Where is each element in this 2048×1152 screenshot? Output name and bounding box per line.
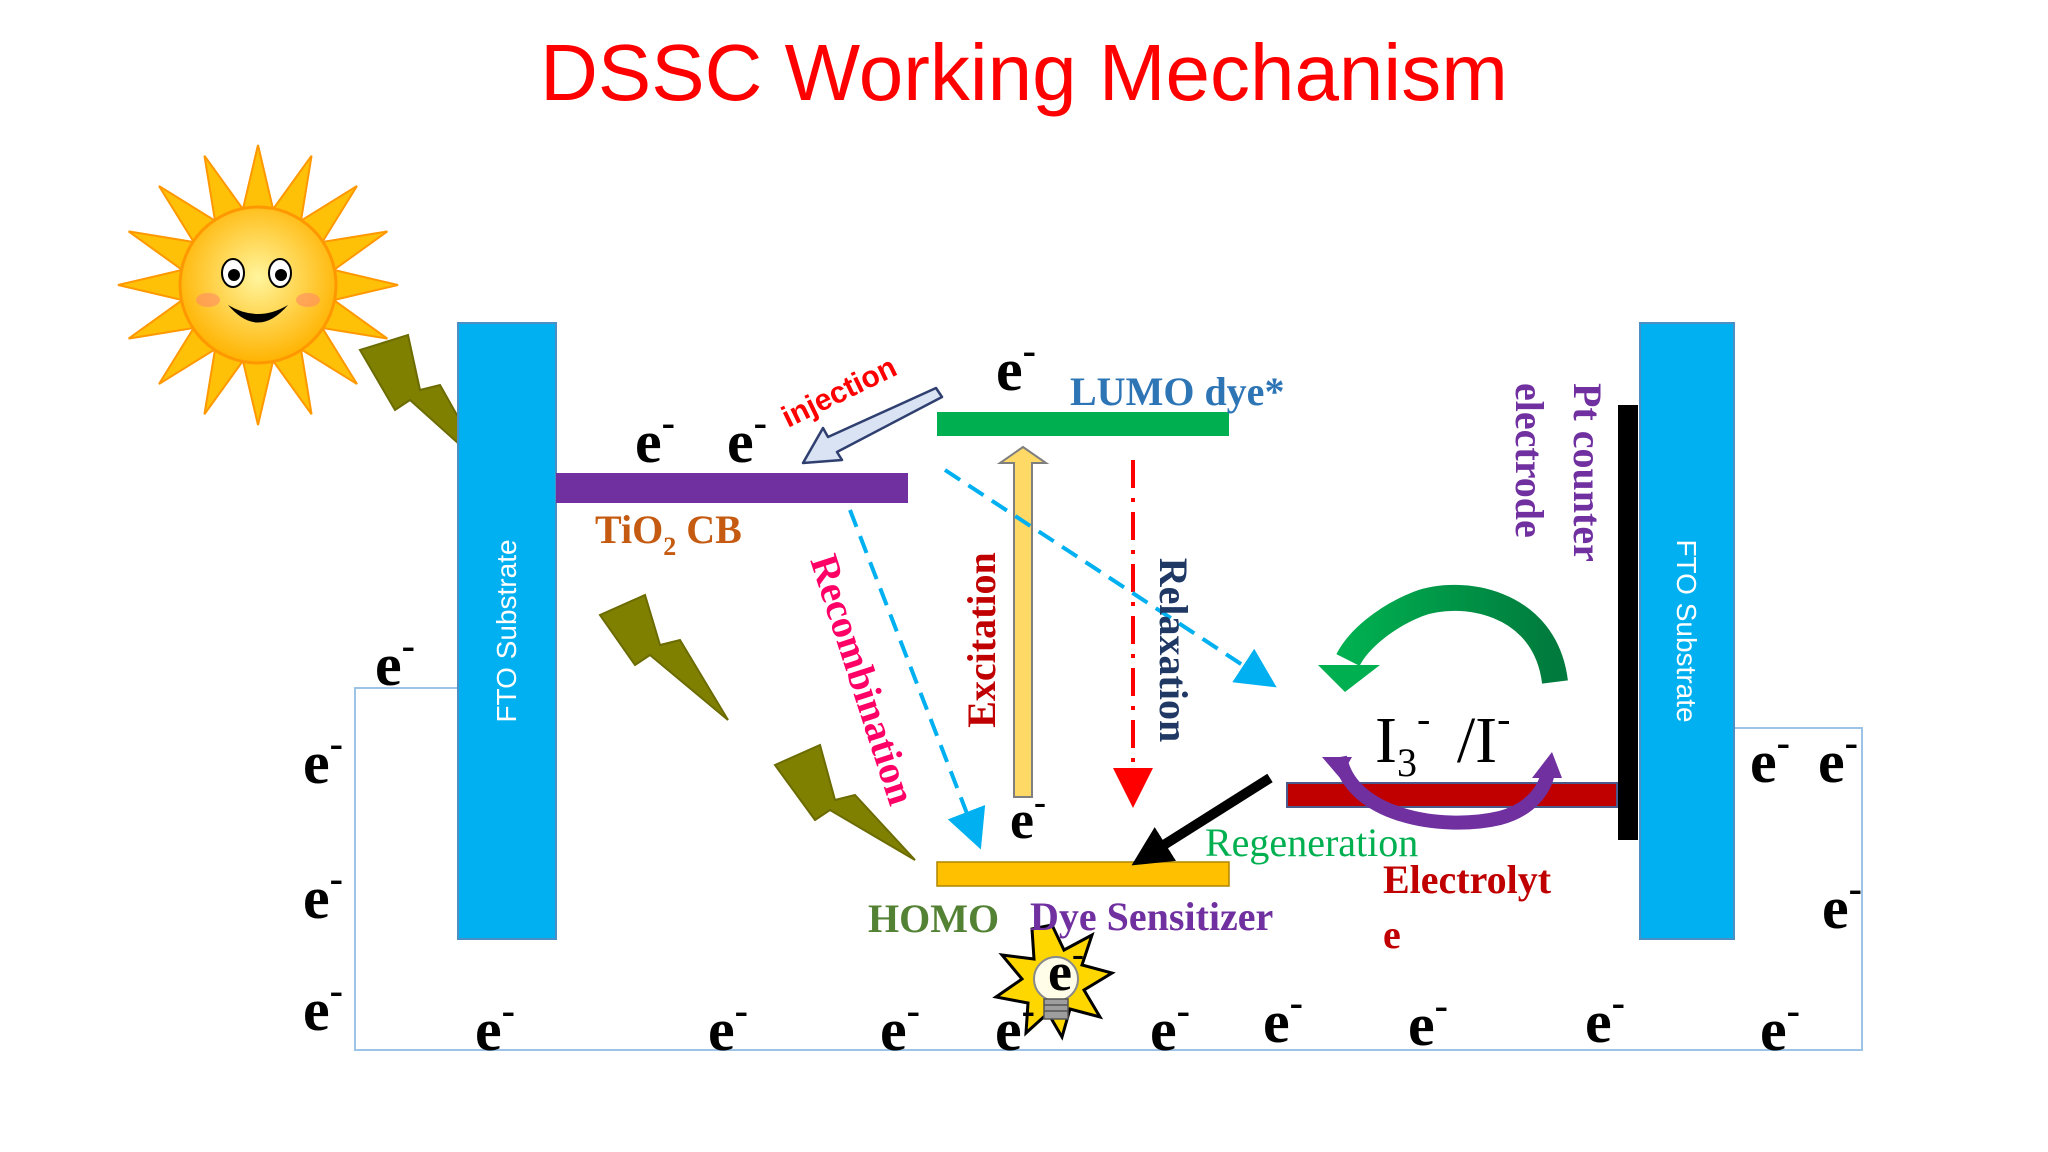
electron-label: e- xyxy=(1585,980,1625,1055)
excitation-arrow xyxy=(996,445,1050,798)
electron-label: e- xyxy=(1822,866,1862,941)
electron-label: e- xyxy=(303,968,343,1043)
tio2-conduction-band xyxy=(556,473,908,503)
electron-label: e- xyxy=(880,988,920,1063)
external-circuit-wire xyxy=(354,687,1863,1051)
electron-label: e- xyxy=(303,721,343,796)
lightning-bolt-icon xyxy=(773,743,916,861)
electron-label: e- xyxy=(1150,988,1190,1063)
lumo-band xyxy=(937,412,1229,436)
electron-label: e- xyxy=(1408,983,1448,1058)
electrolyte-label-line1: Electrolyt xyxy=(1383,857,1552,902)
sun-icon xyxy=(117,144,399,426)
fto-substrate-right-label: FTO Substrate xyxy=(1671,539,1702,722)
electron-label: e- xyxy=(727,400,767,475)
fto-substrate-left xyxy=(457,322,557,940)
electron-label: e- xyxy=(475,988,515,1063)
back-transfer-dashed-arrow xyxy=(943,468,1277,688)
electron-label: e- xyxy=(1048,934,1084,1002)
homo-band xyxy=(936,861,1230,887)
electron-label: e- xyxy=(1818,720,1858,795)
regeneration-label: Regeneration xyxy=(1205,820,1418,865)
pt-counter-electrode xyxy=(1618,405,1638,840)
electron-label: e- xyxy=(1750,720,1790,795)
lightning-bolt-icon xyxy=(598,593,729,721)
electron-label: e- xyxy=(996,328,1036,403)
electron-label: e- xyxy=(635,400,675,475)
lumo-dye-label: LUMO dye* xyxy=(1070,369,1284,414)
electron-labels: e- e- e- e- e- e- e- e- e- e- e- e- e- e… xyxy=(303,328,1862,1063)
homo-label: HOMO xyxy=(868,896,999,941)
purple-cycle-arrow xyxy=(1322,752,1562,830)
electron-label: e- xyxy=(1760,988,1800,1063)
recombination-dashed-arrow xyxy=(848,509,986,850)
electron-label: e- xyxy=(1263,980,1303,1055)
fto-substrate-left-label: FTO Substrate xyxy=(491,539,522,722)
electron-label: e- xyxy=(1010,782,1046,850)
tio2-cb-label: TiO2 CB xyxy=(595,507,742,561)
electron-label: e- xyxy=(303,856,343,931)
redox-couple-label: I3- /I- xyxy=(1375,696,1510,785)
regeneration-arrow xyxy=(1131,773,1273,866)
injection-arrow xyxy=(801,386,944,465)
relaxation-label: Relaxation xyxy=(1151,558,1196,742)
excitation-label: Excitation xyxy=(959,552,1004,728)
page-title: DSSC Working Mechanism xyxy=(540,28,1508,117)
dye-sensitizer-label: Dye Sensitizer xyxy=(1030,894,1273,939)
electron-label: e- xyxy=(708,988,748,1063)
electrolyte-band xyxy=(1286,782,1618,808)
electron-label: e- xyxy=(995,988,1035,1063)
electron-label: e- xyxy=(375,623,415,698)
light-bulb-icon xyxy=(992,923,1116,1041)
green-cycle-arrow xyxy=(1318,584,1568,692)
pt-counter-label-line1: Pt counter xyxy=(1565,383,1610,562)
pt-counter-label-line2: electrode xyxy=(1507,383,1552,538)
electrolyte-label-line2: e xyxy=(1383,912,1401,957)
fto-substrate-right xyxy=(1639,322,1735,940)
